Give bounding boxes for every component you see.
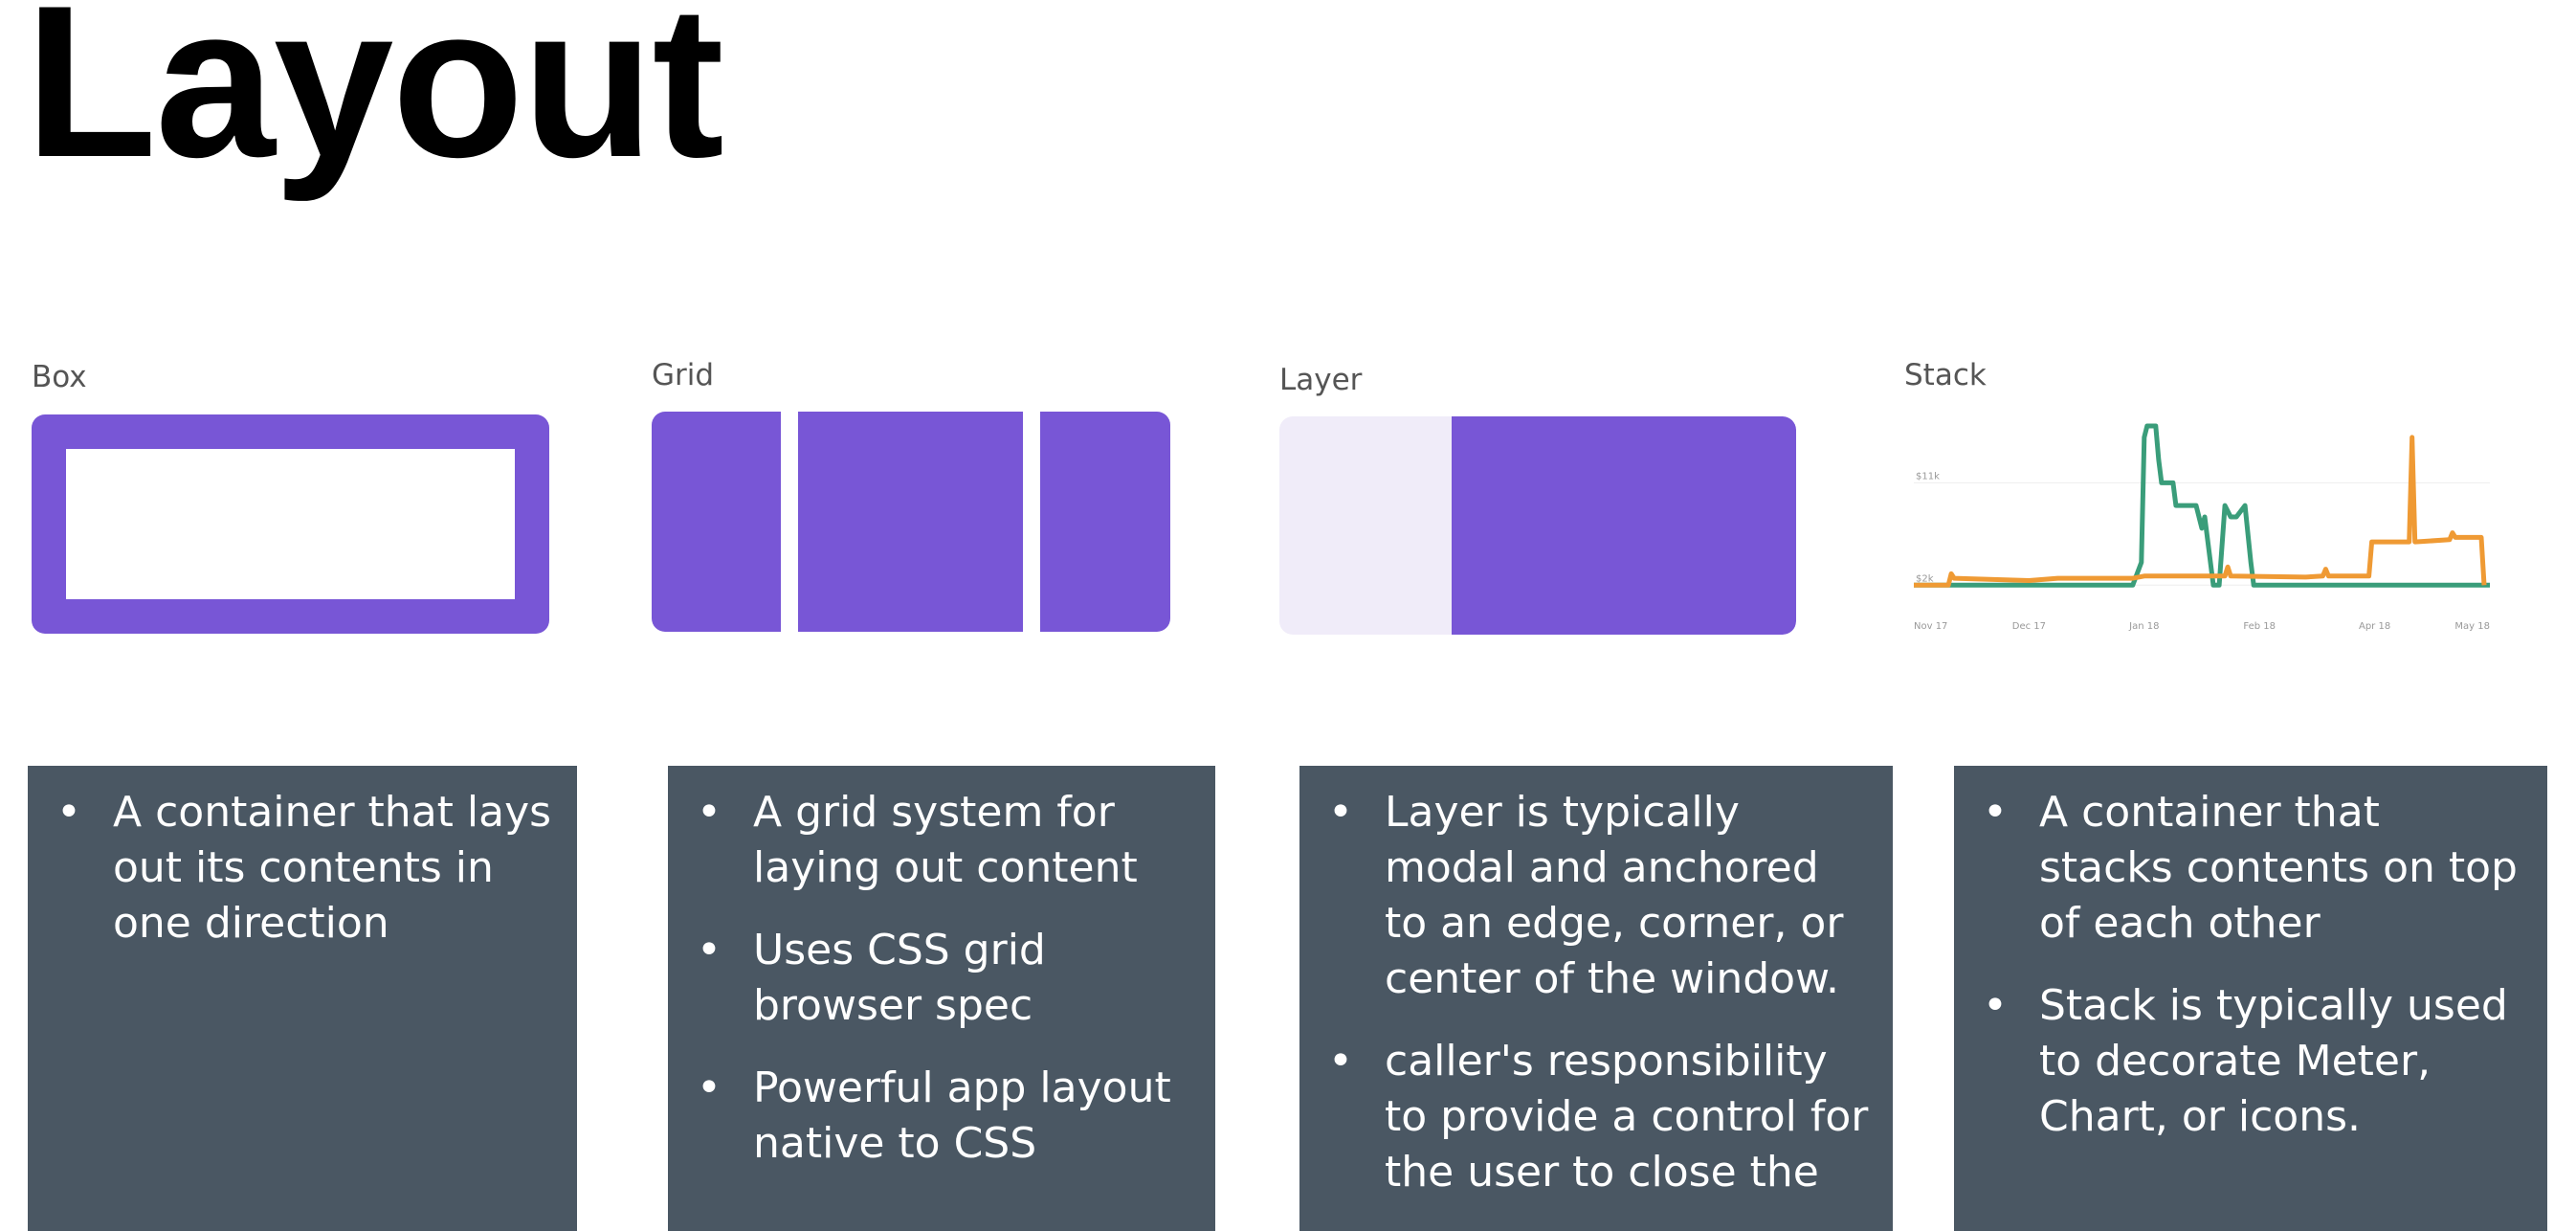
chart-gridlines bbox=[1914, 481, 2490, 586]
grid-cell-center bbox=[798, 412, 1023, 632]
chart-x-tick-label: Jan 18 bbox=[2128, 621, 2159, 632]
stack-label: Stack bbox=[1904, 358, 1987, 392]
layer-bullet-list: Layer is typically modal and anchored to… bbox=[1321, 785, 1870, 1200]
grid-bullet: Uses CSS grid browser spec bbox=[689, 923, 1192, 1034]
grid-label: Grid bbox=[652, 358, 715, 392]
stack-description-card: A container that stacks contents on top … bbox=[1954, 766, 2547, 1231]
stack-bullet-list: A container that stacks contents on top … bbox=[1975, 785, 2524, 1145]
chart-y-tick-label: $2k bbox=[1916, 573, 1934, 584]
chart-x-tick-label: May 18 bbox=[2454, 621, 2490, 632]
chart-x-tick-label: Feb 18 bbox=[2243, 621, 2276, 632]
grid-description-card: A grid system for laying out content Use… bbox=[668, 766, 1215, 1231]
box-diagram-content bbox=[66, 449, 515, 599]
chart-series bbox=[1914, 423, 2490, 588]
grid-diagram bbox=[652, 412, 1170, 632]
layer-label: Layer bbox=[1279, 363, 1363, 397]
layer-diagram bbox=[1279, 416, 1796, 635]
chart-x-ticks: Nov 17 Dec 17 Jan 18 Feb 18 Apr 18 May 18 bbox=[1914, 621, 2490, 632]
slide-title: Layout bbox=[25, 0, 724, 202]
stack-chart: $11k $2k Nov 17 Dec 17 Jan 18 Feb 18 Apr 18 Ma… bbox=[1914, 423, 2490, 632]
chart-series-line bbox=[1914, 435, 2487, 588]
chart-x-tick-label: Dec 17 bbox=[2012, 621, 2046, 632]
layer-bullet: caller's responsibility to provide a con… bbox=[1321, 1034, 1870, 1200]
grid-bullet: Powerful app layout native to CSS bbox=[689, 1061, 1192, 1172]
chart-y-tick-label: $11k bbox=[1916, 471, 1940, 481]
grid-bullet-list: A grid system for laying out content Use… bbox=[689, 785, 1192, 1172]
chart-x-tick-label: Nov 17 bbox=[1914, 621, 1947, 632]
box-label: Box bbox=[32, 360, 87, 394]
box-diagram bbox=[32, 414, 549, 634]
chart-x-tick-label: Apr 18 bbox=[2359, 621, 2390, 632]
layer-description-card: Layer is typically modal and anchored to… bbox=[1299, 766, 1893, 1231]
grid-bullet: A grid system for laying out content bbox=[689, 785, 1192, 896]
box-bullet: A container that lays out its contents i… bbox=[49, 785, 554, 951]
grid-cell-right bbox=[1040, 412, 1170, 632]
box-bullet-list: A container that lays out its contents i… bbox=[49, 785, 554, 951]
chart-series-line bbox=[1914, 423, 2490, 588]
box-description-card: A container that lays out its contents i… bbox=[28, 766, 577, 1231]
chart-y-ticks: $11k $2k bbox=[1916, 471, 1940, 584]
layer-overlay-panel bbox=[1452, 416, 1796, 635]
stack-bullet: A container that stacks contents on top … bbox=[1975, 785, 2524, 951]
grid-cell-left bbox=[652, 412, 781, 632]
stack-bullet: Stack is typically used to decorate Mete… bbox=[1975, 978, 2524, 1145]
layer-bullet: Layer is typically modal and anchored to… bbox=[1321, 785, 1870, 1007]
